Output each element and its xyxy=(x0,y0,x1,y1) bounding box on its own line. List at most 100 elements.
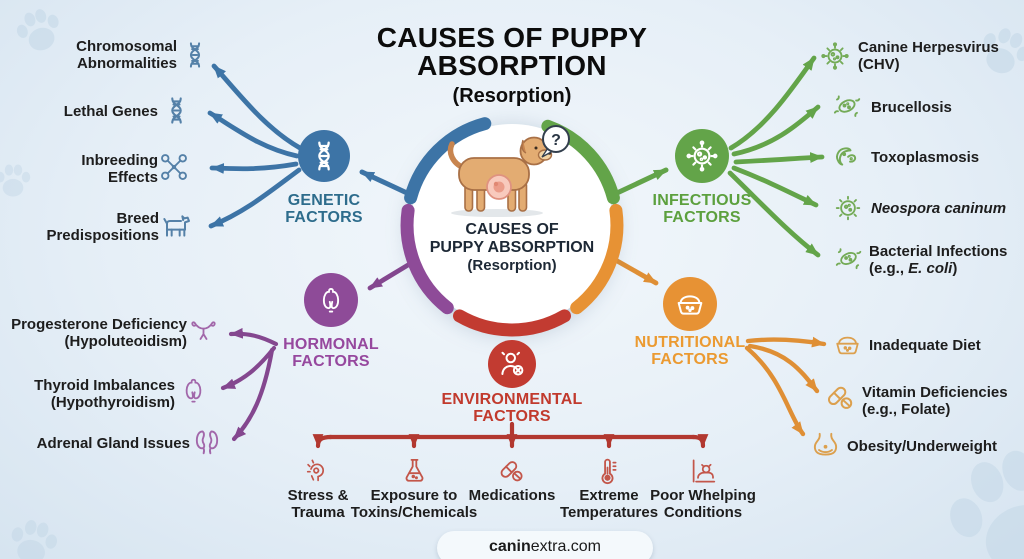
item-line: Temperatures xyxy=(559,504,659,521)
pills-icon xyxy=(827,386,853,409)
environmental-item-icons xyxy=(306,458,716,485)
title-subtitle: (Resorption) xyxy=(452,85,572,107)
item-line: Obesity/Underweight xyxy=(847,438,998,455)
ring-segment-environmental xyxy=(453,309,571,337)
label-line: INFECTIOUS xyxy=(652,192,752,209)
title-line1: CAUSES OF PUPPY xyxy=(376,22,648,53)
hormonal-factors-label: HORMONAL FACTORS xyxy=(256,336,406,370)
infectious-item-bacterial-infections: Bacterial Infections (e.g., E. coli) xyxy=(869,243,1007,277)
genetic-item-inbreeding-effects: Inbreeding Effects xyxy=(81,152,158,186)
item-line: Brucellosis xyxy=(871,99,952,116)
genetic-branch-arrows xyxy=(207,63,410,229)
environmental-factors-label: ENVIRONMENTAL FACTORS xyxy=(432,391,592,425)
item-line: Chromosomal xyxy=(76,38,177,55)
inbreeding-network-icon xyxy=(161,154,187,180)
uterus-icon xyxy=(191,321,216,340)
hormonal-branch-arrows xyxy=(220,259,416,442)
environmental-item-stress-trauma: Stress & Trauma xyxy=(253,487,383,521)
label-line: GENETIC xyxy=(287,192,361,209)
pregnant-dog-illustration xyxy=(447,136,553,217)
label-line: FACTORS xyxy=(663,209,741,226)
item-line: Medications xyxy=(468,487,556,504)
food-bowl-icon xyxy=(836,336,859,355)
hormonal-item-thyroid-imbalances: Thyroid Imbalances (Hypothyroidism) xyxy=(34,377,175,411)
item-line: Neospora caninum xyxy=(871,200,1007,217)
environmental-item-medications: Medications xyxy=(447,487,577,504)
hormonal-item-progesterone-deficiency: Progesterone Deficiency (Hypoluteoidism) xyxy=(11,316,187,350)
center-line1: CAUSES OF xyxy=(465,221,559,238)
ring-segment-nutritional xyxy=(570,203,624,315)
label-line: FACTORS xyxy=(292,353,370,370)
ring-segment-hormonal xyxy=(400,203,454,315)
environmental-item-poor-whelping: Poor Whelping Conditions xyxy=(638,487,768,521)
question-bubble: ? xyxy=(541,125,570,158)
item-line: Lethal Genes xyxy=(63,103,158,120)
whelping-icon xyxy=(692,459,716,483)
genetic-item-chromosomal-abnormalities: Chromosomal Abnormalities xyxy=(76,38,177,72)
kidneys-icon xyxy=(195,430,219,455)
item-line: Abnormalities xyxy=(76,55,177,72)
item-line: (e.g., E. coli) xyxy=(869,260,1007,277)
pill-icon xyxy=(500,461,523,482)
genetic-item-breed-predispositions: Breed Predispositions xyxy=(46,210,159,244)
item-line: Exposure to xyxy=(370,487,458,504)
paw-print-icon xyxy=(0,164,31,197)
nutritional-item-vitamin-deficiencies: Vitamin Deficiencies (e.g., Folate) xyxy=(862,384,1008,418)
title-line2: ABSORPTION xyxy=(417,50,607,81)
genetic-factors-label: GENETIC FACTORS xyxy=(249,192,399,226)
item-line: Vitamin Deficiencies xyxy=(862,384,1008,401)
brand-rest: extra.com xyxy=(530,538,602,555)
item-line-part: E. coli xyxy=(908,260,953,277)
item-line: Canine Herpesvirus xyxy=(858,39,999,56)
label-line: HORMONAL xyxy=(283,336,379,353)
item-line: (Hypoluteoidism) xyxy=(64,333,188,350)
item-line: (CHV) xyxy=(858,56,900,73)
ring-segment-genetic xyxy=(404,117,492,205)
environmental-branch-arrows xyxy=(312,321,709,449)
hormonal-item-icons xyxy=(185,321,219,455)
item-line: Inadequate Diet xyxy=(869,337,981,354)
item-line: Poor Whelping xyxy=(650,487,756,504)
infectious-node xyxy=(675,129,729,183)
item-line: Breed xyxy=(116,210,159,227)
stress-head-icon xyxy=(306,459,325,482)
item-line: Predispositions xyxy=(46,227,159,244)
brand-bold: canin xyxy=(488,538,531,555)
infectious-item-toxoplasmosis: Toxoplasmosis xyxy=(871,149,979,166)
nutritional-branch-arrows xyxy=(609,255,827,437)
paw-print-icon xyxy=(6,516,61,559)
dna-icon xyxy=(318,141,330,171)
item-line: Inbreeding xyxy=(81,152,158,169)
parasite-icon xyxy=(836,147,857,166)
thyroid-icon xyxy=(185,378,202,403)
label-line: NUTRITIONAL xyxy=(634,334,746,351)
label-line: FACTORS xyxy=(285,209,363,226)
item-line: (e.g., Folate) xyxy=(862,401,951,418)
nutritional-factors-label: NUTRITIONAL FACTORS xyxy=(615,334,765,368)
item-line: (Hypothyroidism) xyxy=(50,394,175,411)
hormonal-node xyxy=(304,273,358,327)
genetic-item-lethal-genes: Lethal Genes xyxy=(64,103,158,120)
bacteria-icon xyxy=(835,248,862,270)
environmental-node xyxy=(488,340,536,388)
protozoa-icon xyxy=(835,195,861,221)
center-title: CAUSES OF PUPPY ABSORPTION (Resorption) xyxy=(407,221,617,275)
item-line: Extreme xyxy=(579,487,639,504)
thermometer-icon xyxy=(601,458,617,485)
nutritional-item-inadequate-diet: Inadequate Diet xyxy=(869,337,981,354)
environmental-item-toxins-chemicals: Exposure to Toxins/Chemicals xyxy=(349,487,479,521)
infectious-factors-label: INFECTIOUS FACTORS xyxy=(627,192,777,226)
hormonal-item-adrenal-gland-issues: Adrenal Gland Issues xyxy=(37,435,190,452)
center-line3: (Resorption) xyxy=(467,257,557,274)
dog-icon xyxy=(163,215,190,237)
item-line: Effects xyxy=(107,169,158,186)
page-title: CAUSES OF PUPPY ABSORPTION (Resorption) xyxy=(0,24,1024,108)
item-line-part: (e.g., xyxy=(869,260,909,277)
infectious-item-canine-herpesvirus: Canine Herpesvirus (CHV) xyxy=(858,39,999,73)
website-badge: caninextra.com xyxy=(437,531,653,559)
infectious-item-neospora-caninum: Neospora caninum xyxy=(871,200,1006,217)
nutritional-node xyxy=(663,277,717,331)
question-mark: ? xyxy=(551,132,561,149)
